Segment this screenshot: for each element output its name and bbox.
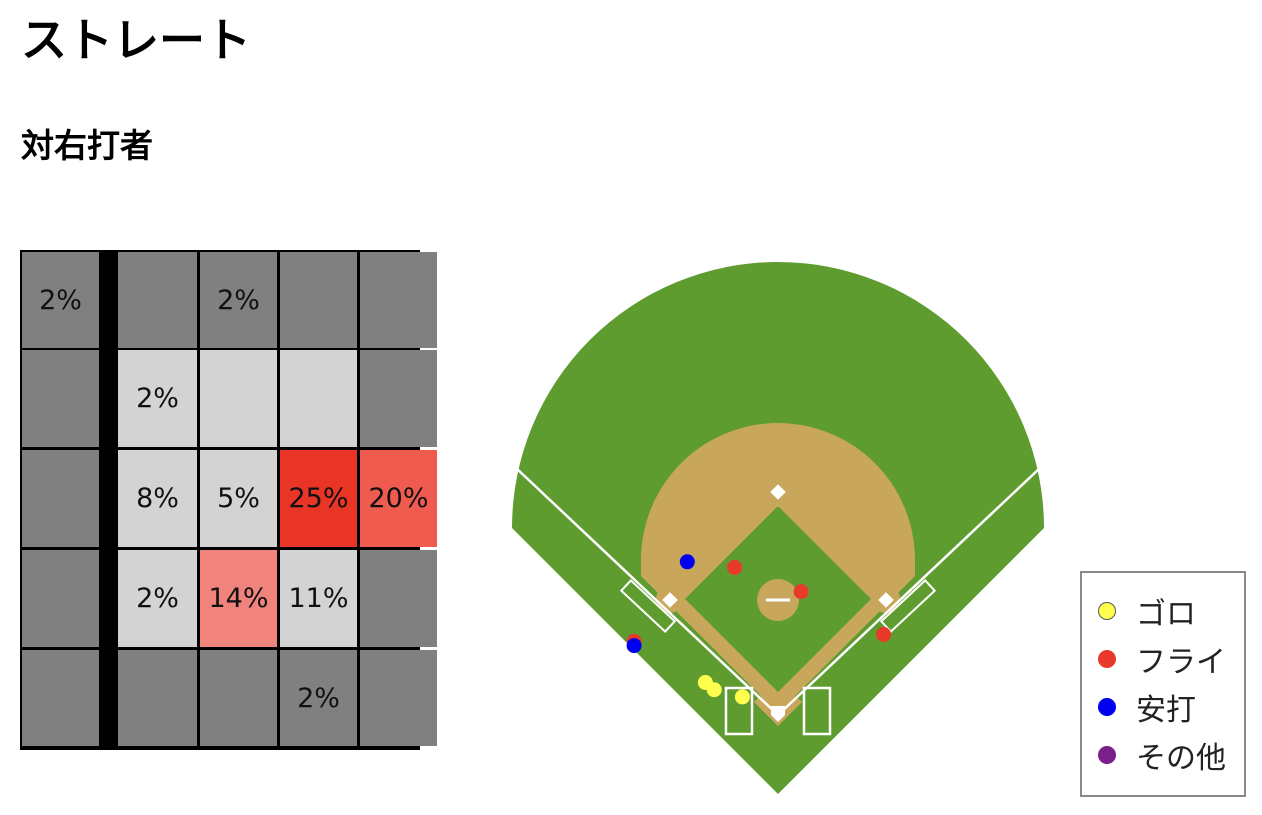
zone-cell-r1-c2 — [118, 252, 197, 348]
hit-point-安打-2 — [626, 638, 642, 654]
zone-cell-r5-c1 — [22, 650, 99, 746]
zone-cell-r5-c5 — [360, 650, 437, 746]
zone-cell-r2-c2: 2% — [118, 350, 197, 447]
zone-cell-r4-c5 — [360, 550, 437, 647]
third-base-coach-box — [619, 579, 677, 633]
legend-label: フライ — [1136, 645, 1226, 680]
zone-cell-r5-c3 — [200, 650, 277, 746]
zone-cell-r5-c4: 2% — [280, 650, 357, 746]
right-foul-line — [777, 467, 1041, 716]
zone-cell-r4-c3: 14% — [200, 550, 277, 647]
zone-cell-r4-c2: 2% — [118, 550, 197, 647]
hit-point-フライ-3 — [876, 626, 892, 642]
zone-cell-r3-c5: 20% — [360, 450, 437, 547]
page-title: ストレート — [21, 13, 251, 67]
section-title: 対右打者 — [21, 126, 153, 165]
zone-cell-r4-c4: 11% — [280, 550, 357, 647]
hit-point-ゴロ-2 — [734, 689, 750, 705]
zone-cell-r1-c5 — [360, 252, 437, 348]
hit-point-フライ-2 — [793, 584, 809, 600]
batted-ball-points — [626, 554, 892, 705]
legend-item: 安打 — [1098, 687, 1196, 728]
legend-item: その他 — [1098, 735, 1226, 776]
zone-cell-r2-c3 — [200, 350, 277, 447]
zone-cell-r1-c1: 2% — [22, 252, 99, 348]
legend-label: 安打 — [1136, 693, 1196, 728]
zone-cell-r3-c2: 8% — [118, 450, 197, 547]
legend: ゴロフライ安打その他 — [1080, 571, 1246, 797]
legend-item: フライ — [1098, 639, 1226, 680]
first-base-coach-box — [879, 579, 937, 633]
spray-chart — [512, 262, 1044, 794]
zone-cell-r2-c1 — [22, 350, 99, 447]
legend-marker — [1098, 650, 1116, 668]
zone-cell-r3-c3: 5% — [200, 450, 277, 547]
zone-cell-r3-c1 — [22, 450, 99, 547]
zone-cell-r1-c4 — [280, 252, 357, 348]
zone-cell-r2-c5 — [360, 350, 437, 447]
zone-cell-r5-c2 — [118, 650, 197, 746]
zone-cell-r1-c3: 2% — [200, 252, 277, 348]
hit-point-ゴロ-3 — [706, 682, 722, 698]
legend-label: ゴロ — [1136, 597, 1196, 632]
right-batters-box — [802, 686, 832, 736]
zone-cell-r4-c1 — [22, 550, 99, 647]
hit-point-安打-1 — [679, 554, 695, 570]
left-foul-line — [515, 467, 779, 716]
hit-point-フライ-1 — [727, 559, 743, 575]
legend-item: ゴロ — [1098, 591, 1196, 632]
home-plate — [771, 706, 785, 722]
legend-marker — [1098, 602, 1116, 620]
left-batters-box — [724, 686, 754, 736]
zone-cell-r3-c4: 25% — [280, 450, 357, 547]
zone-cell-r2-c4 — [280, 350, 357, 447]
strike-zone-heatmap: 2%2%2%8%5%25%20%2%14%11%2% — [20, 250, 437, 750]
legend-marker — [1098, 698, 1116, 716]
legend-marker — [1098, 746, 1116, 764]
legend-label: その他 — [1136, 741, 1226, 776]
